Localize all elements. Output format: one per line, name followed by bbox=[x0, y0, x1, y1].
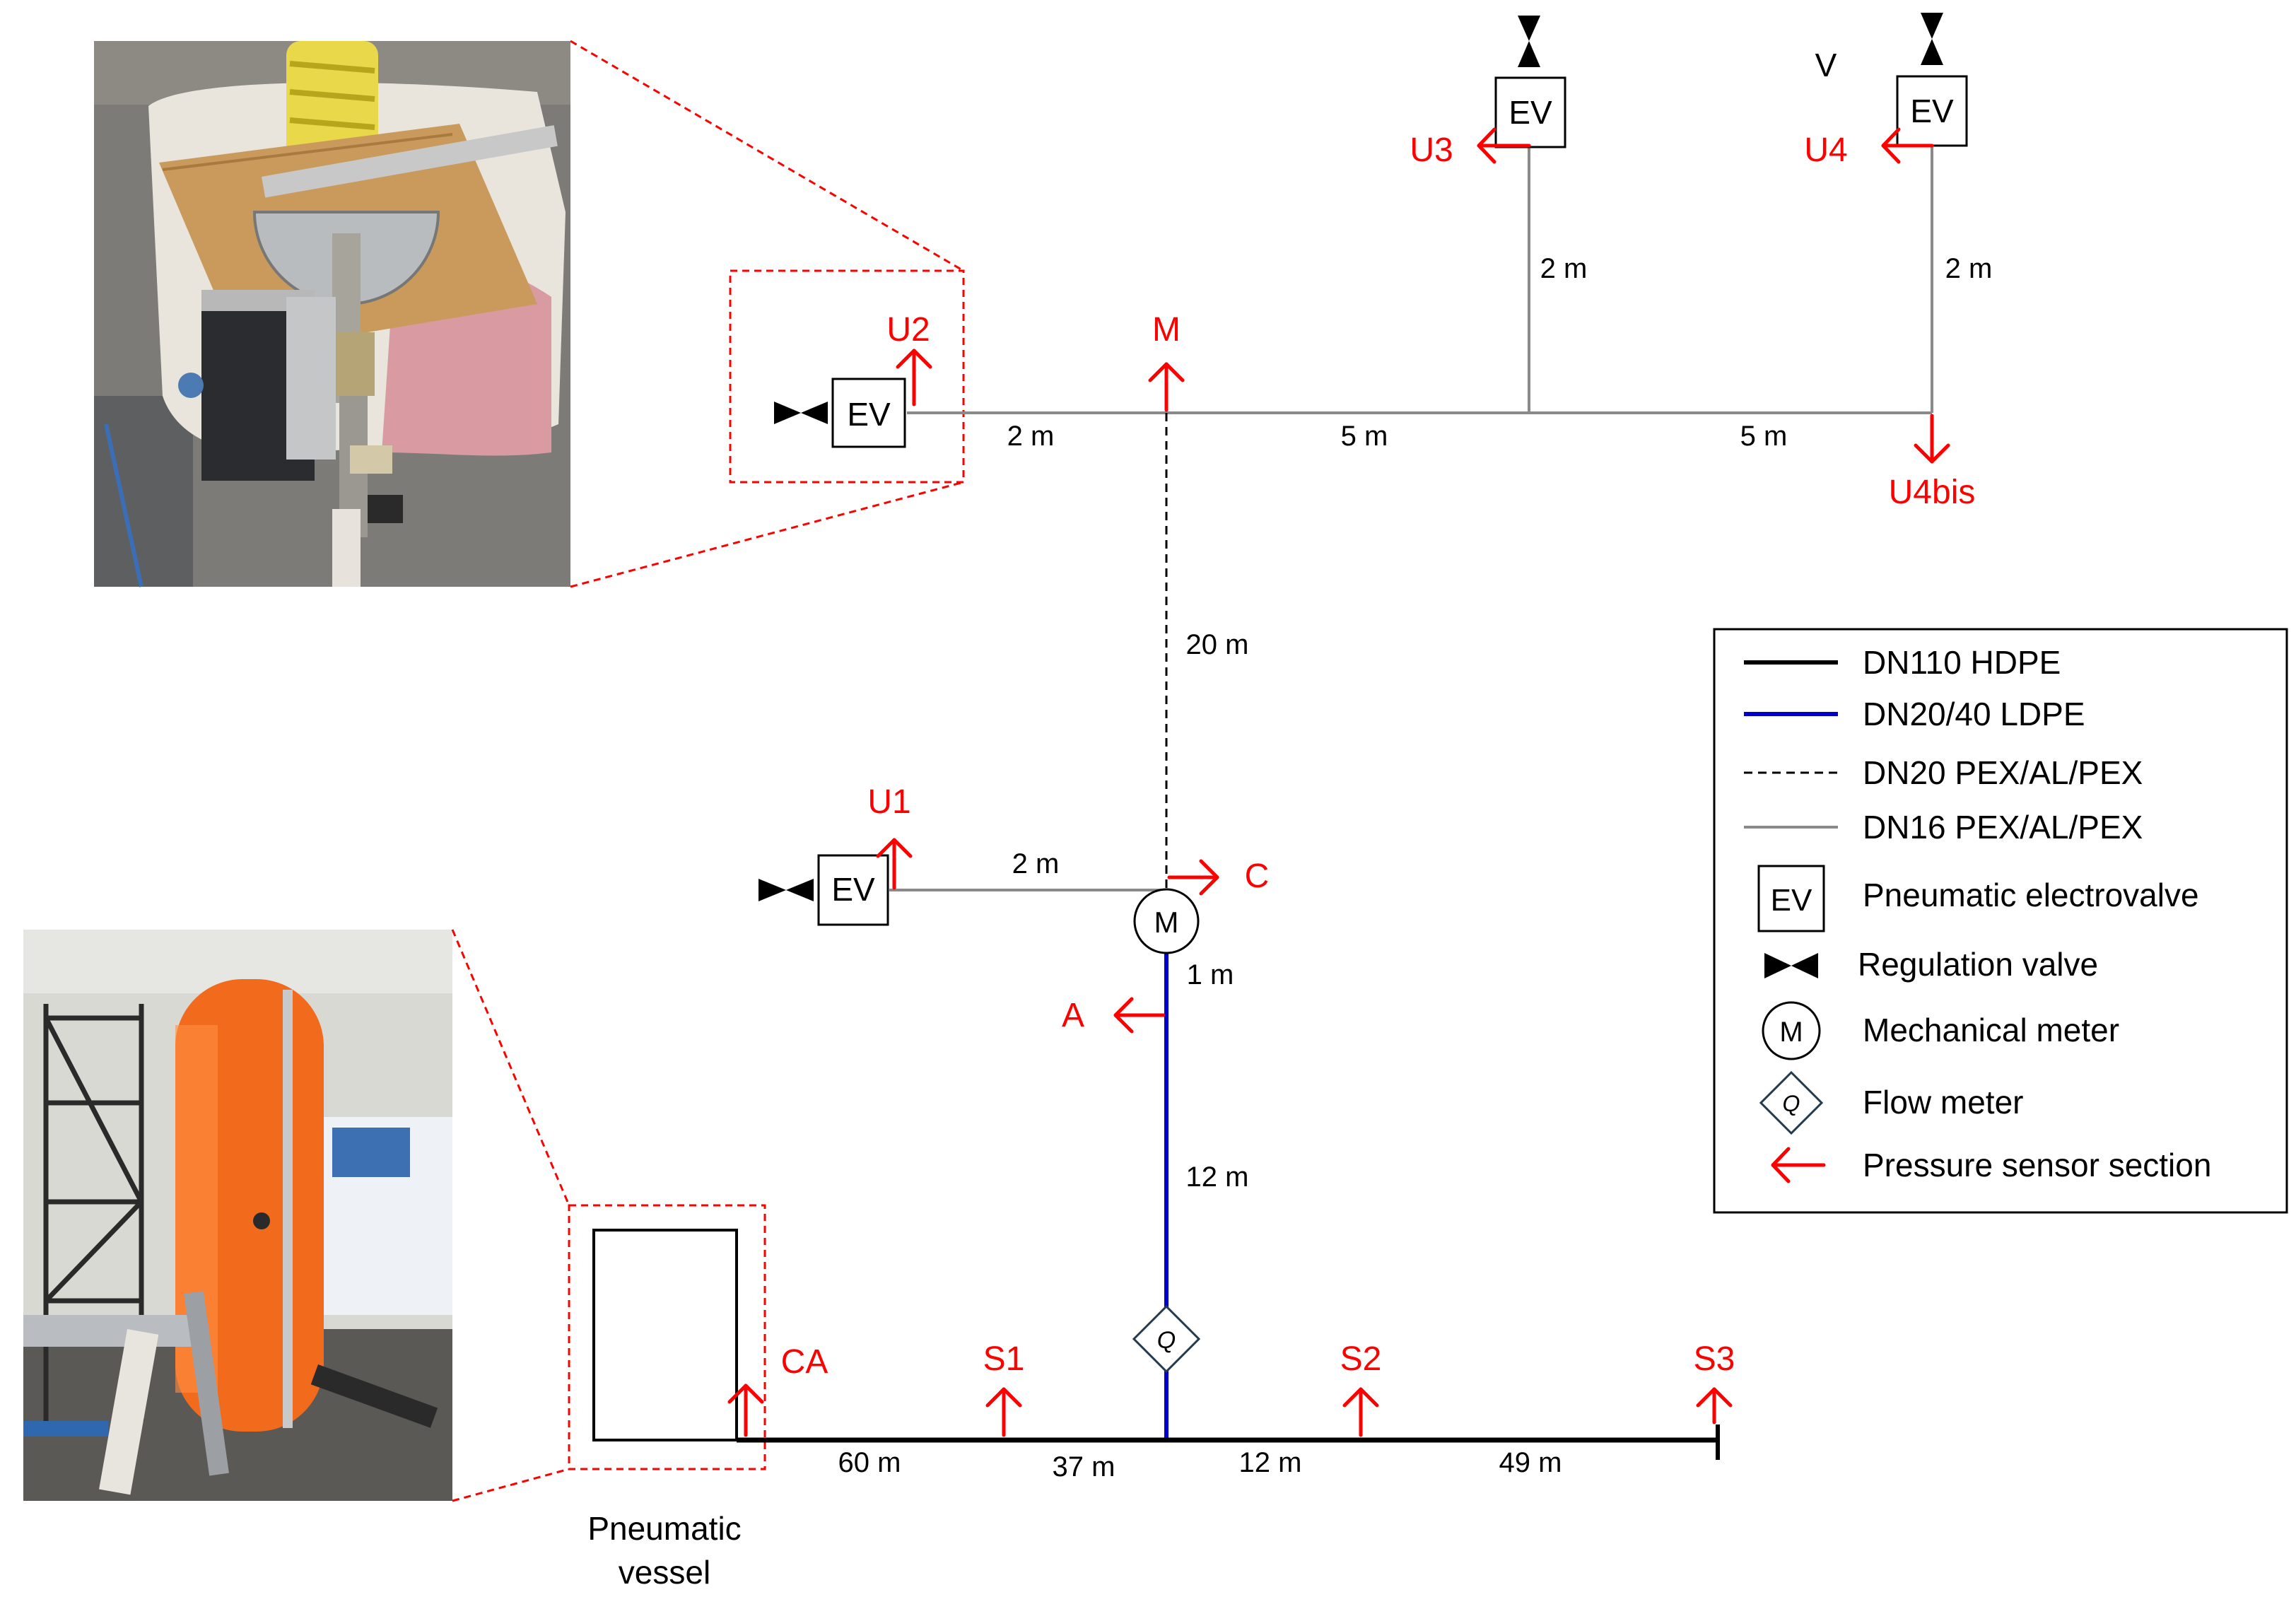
ev-u4: EV bbox=[1896, 75, 1968, 147]
sensor-a-arrow bbox=[1113, 997, 1166, 1034]
length-meter-drop: 1 m bbox=[1187, 959, 1234, 990]
sensor-u2-arrow bbox=[896, 349, 932, 406]
sensor-u3-label: U3 bbox=[1410, 131, 1453, 169]
sensor-m-label: M bbox=[1152, 311, 1181, 349]
legend-pressure-sensor-icon bbox=[1771, 1147, 1826, 1183]
vessel-label-line1: Pneumatic bbox=[587, 1510, 741, 1547]
sensor-u2-label: U2 bbox=[886, 311, 930, 349]
sensor-u4bis-label: U4bis bbox=[1889, 474, 1976, 511]
length-blue-riser: 12 m bbox=[1186, 1162, 1249, 1193]
legend-meter-icon: M bbox=[1762, 1001, 1821, 1060]
legend-item-pressure-sensor: Pressure sensor section bbox=[1863, 1147, 2211, 1183]
sensor-a-label: A bbox=[1062, 997, 1084, 1034]
ev-u4-label: EV bbox=[1910, 93, 1954, 129]
valve-assembly-photo bbox=[94, 41, 570, 587]
legend-item-ldpe: DN20/40 LDPE bbox=[1863, 696, 2085, 732]
sensor-u4-label: U4 bbox=[1804, 131, 1847, 169]
length-bottom-1: 60 m bbox=[838, 1447, 901, 1478]
ev-u2-label: EV bbox=[847, 396, 891, 433]
legend: DN110 HDPE DN20/40 LDPE DN20 PEX/AL/PEX … bbox=[1713, 628, 2288, 1214]
ev-u1: EV bbox=[817, 854, 889, 926]
ev-u3-label: EV bbox=[1509, 94, 1552, 131]
regulation-valve-u3-icon bbox=[1518, 16, 1540, 67]
sensor-u4-arrow bbox=[1881, 127, 1934, 164]
mechanical-meter-label: M bbox=[1154, 906, 1179, 939]
regulation-valve-u1-icon bbox=[758, 879, 814, 901]
pneumatic-vessel bbox=[592, 1229, 738, 1441]
regulation-valve-u2-icon bbox=[774, 402, 828, 424]
sensor-s1-arrow bbox=[985, 1387, 1022, 1437]
sensor-s3-arrow bbox=[1696, 1387, 1733, 1425]
svg-text:EV: EV bbox=[1771, 883, 1812, 918]
sensor-u1-arrow bbox=[876, 838, 913, 890]
flow-meter: Q bbox=[1132, 1304, 1201, 1374]
length-top-left: 2 m bbox=[1007, 421, 1055, 452]
sensor-u1-label: U1 bbox=[867, 783, 910, 821]
svg-text:Q: Q bbox=[1783, 1091, 1800, 1116]
legend-flowmeter-icon: Q bbox=[1759, 1070, 1824, 1135]
length-u3-riser: 2 m bbox=[1540, 253, 1588, 284]
ev-u3: EV bbox=[1494, 76, 1566, 148]
mechanical-meter: M bbox=[1133, 888, 1200, 954]
legend-item-hdpe: DN110 HDPE bbox=[1863, 644, 2061, 681]
legend-ev-icon: EV bbox=[1757, 865, 1825, 932]
legend-item-pex16: DN16 PEX/AL/PEX bbox=[1863, 809, 2143, 846]
pneumatic-vessel-photo bbox=[23, 930, 452, 1501]
legend-item-pex20: DN20 PEX/AL/PEX bbox=[1863, 754, 2143, 791]
legend-item-flowmeter: Flow meter bbox=[1863, 1084, 2023, 1121]
length-top-mid: 5 m bbox=[1341, 421, 1388, 452]
legend-item-meter: Mechanical meter bbox=[1863, 1012, 2119, 1048]
legend-item-regulation-valve: Regulation valve bbox=[1858, 946, 2098, 983]
sensor-s1-label: S1 bbox=[983, 1340, 1025, 1378]
legend-item-ev: Pneumatic electrovalve bbox=[1863, 877, 2199, 913]
sensor-s3-label: S3 bbox=[1694, 1340, 1735, 1378]
length-vertical-dashed: 20 m bbox=[1186, 629, 1249, 660]
length-u1-branch: 2 m bbox=[1012, 848, 1060, 879]
vessel-label-line2: vessel bbox=[619, 1554, 710, 1591]
sensor-u4bis-arrow bbox=[1914, 414, 1950, 464]
length-u4-riser: 2 m bbox=[1945, 253, 1993, 284]
regulation-valve-u4-icon bbox=[1921, 13, 1943, 65]
sensor-u3-arrow bbox=[1477, 127, 1531, 164]
sensor-s2-arrow bbox=[1342, 1387, 1379, 1437]
ev-u1-label: EV bbox=[831, 871, 875, 908]
sensor-c-arrow bbox=[1167, 859, 1219, 896]
sensor-s2-label: S2 bbox=[1340, 1340, 1382, 1378]
sensor-ca-arrow bbox=[727, 1384, 764, 1437]
length-bottom-2: 37 m bbox=[1053, 1451, 1115, 1482]
svg-text:M: M bbox=[1779, 1017, 1803, 1048]
length-top-right: 5 m bbox=[1740, 421, 1788, 452]
sensor-ca-label: CA bbox=[781, 1343, 828, 1381]
top-branch-v-label: V bbox=[1815, 47, 1837, 83]
legend-regulation-valve-icon bbox=[1764, 953, 1818, 978]
ev-u2: EV bbox=[831, 378, 906, 448]
flow-meter-label: Q bbox=[1157, 1327, 1176, 1354]
sensor-c-label: C bbox=[1245, 858, 1270, 895]
length-bottom-4: 49 m bbox=[1499, 1447, 1562, 1478]
vessel-photo-callout bbox=[451, 929, 766, 1502]
sensor-m-arrow bbox=[1148, 362, 1185, 412]
valve-photo-callout bbox=[570, 40, 965, 588]
length-bottom-3: 12 m bbox=[1239, 1447, 1302, 1478]
